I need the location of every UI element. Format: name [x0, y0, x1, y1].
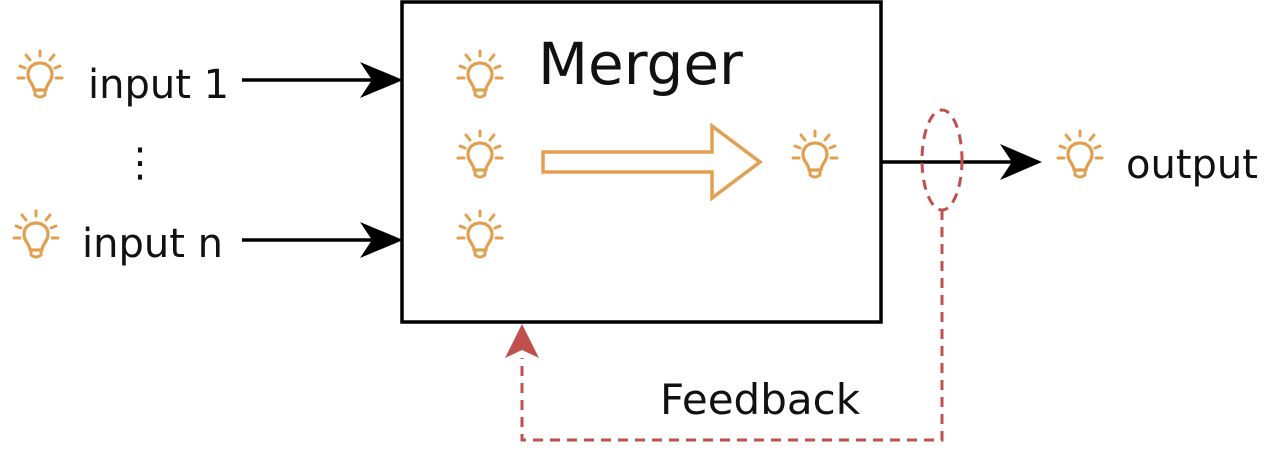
feedback-label: Feedback — [660, 375, 861, 424]
lightbulb-icon — [16, 49, 64, 99]
input-1: input 1 — [16, 49, 403, 108]
input-n-label: input n — [82, 221, 223, 267]
output-arrowhead — [1000, 144, 1042, 180]
feedback-tap-ellipse — [920, 108, 964, 212]
input-n-arrowhead — [360, 222, 403, 258]
feedback-arrowhead — [505, 324, 539, 358]
output: output — [1056, 129, 1258, 188]
input-1-arrowhead — [360, 62, 403, 98]
input-n: input n — [12, 209, 403, 267]
lightbulb-icon — [1056, 129, 1104, 179]
ellipsis-dots: ⋮ — [120, 140, 160, 186]
merger-box — [400, 0, 883, 324]
merger-title: Merger — [538, 30, 743, 98]
merge-flow-arrow — [541, 122, 763, 202]
input-1-label: input 1 — [88, 62, 229, 108]
lightbulb-icon — [12, 209, 60, 259]
output-label: output — [1126, 142, 1258, 188]
